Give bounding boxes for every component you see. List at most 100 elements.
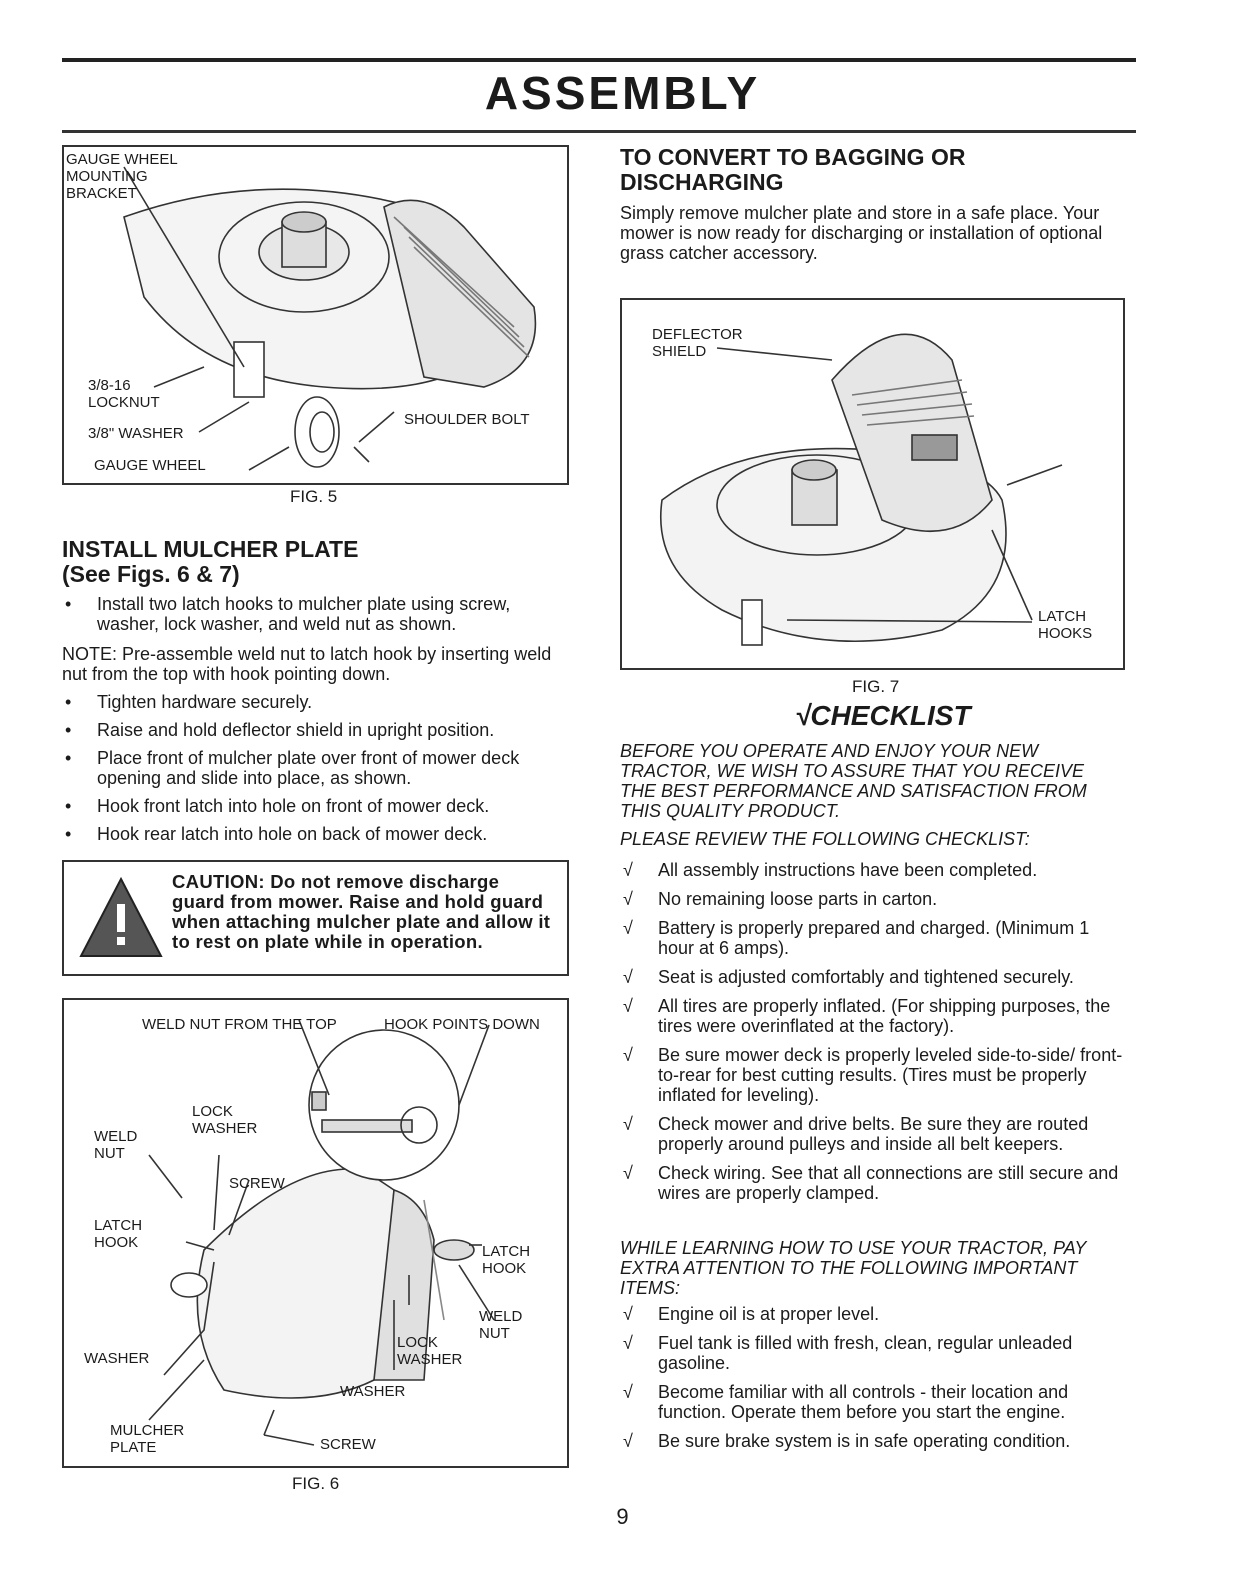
checklist-review: PLEASE REVIEW THE FOLLOWING CHECKLIST: <box>620 829 1030 849</box>
callout-washer-2: WASHER <box>340 1383 406 1400</box>
title-rule <box>62 130 1136 133</box>
check-icon: √ <box>623 860 633 880</box>
list-item: √ All assembly instructions have been com… <box>620 860 1125 880</box>
convert-text: Simply remove mulcher plate and store in… <box>620 203 1103 263</box>
list-item: √ Engine oil is at proper level. <box>620 1304 1125 1324</box>
figure-5: GAUGE WHEEL MOUNTING BRACKET 3/8-16 LOCK… <box>62 145 569 485</box>
callout-screw-1: SCREW <box>229 1175 285 1192</box>
list-item-text: Install two latch hooks to mulcher plate… <box>97 594 511 634</box>
callout-screw-2: SCREW <box>320 1436 376 1453</box>
callout-washer-1: WASHER <box>84 1350 150 1367</box>
convert-heading: TO CONVERT TO BAGGING OR DISCHARGING <box>620 145 965 195</box>
checklist-intro: BEFORE YOU OPERATE AND ENJOY YOUR NEW TR… <box>620 741 1087 821</box>
list-item-text: Check mower and drive belts. Be sure the… <box>658 1114 1089 1154</box>
callout-locknut: 3/8-16 LOCKNUT <box>88 377 160 411</box>
list-item: √ Check wiring. See that all connections … <box>620 1163 1125 1203</box>
figure-7-illustration <box>660 333 1063 646</box>
bullet-icon: • <box>65 796 72 816</box>
list-item: √ No remaining loose parts in carton. <box>620 889 1125 909</box>
list-item-text: Fuel tank is filled with fresh, clean, r… <box>658 1333 1073 1373</box>
install-heading-line2: (See Figs. 6 & 7) <box>62 561 240 587</box>
checklist-items-important: √ Engine oil is at proper level. √ Fuel ta… <box>620 1304 1125 1460</box>
list-item-text: Check wiring. See that all connections a… <box>658 1163 1119 1203</box>
callout-lock-washer-2: LOCK WASHER <box>397 1334 463 1368</box>
top-rule <box>62 58 1136 62</box>
callout-latch-hooks: LATCH HOOKS <box>1038 608 1093 642</box>
checklist-learning: WHILE LEARNING HOW TO USE YOUR TRACTOR, … <box>620 1238 1087 1298</box>
list-item-text: All assembly instructions have been comp… <box>658 860 1038 880</box>
check-icon: √ <box>623 967 633 987</box>
check-icon: √ <box>623 889 633 909</box>
note-text: Pre-assemble weld nut to latch hook by i… <box>62 644 552 684</box>
list-item-text: Place front of mulcher plate over front … <box>97 748 520 788</box>
check-icon: √ <box>623 918 633 938</box>
bullet-icon: • <box>65 748 72 768</box>
list-item: • Tighten hardware securely. <box>62 692 569 712</box>
list-item: √ Be sure brake system is in safe operati… <box>620 1431 1125 1451</box>
list-item: • Raise and hold deflector shield in upri… <box>62 720 569 740</box>
install-steps: • Tighten hardware securely. • Raise and h… <box>62 692 569 852</box>
list-item-text: Tighten hardware securely. <box>97 692 313 712</box>
list-item: √ Become familiar with all controls - the… <box>620 1382 1125 1422</box>
check-icon: √ <box>623 1333 633 1353</box>
callout-latch-hook-2: LATCH HOOK <box>482 1243 531 1277</box>
figure-7-caption: FIG. 7 <box>852 677 900 696</box>
callout-weld-nut-2: WELD NUT <box>479 1308 523 1342</box>
convert-heading-line2: DISCHARGING <box>620 169 784 195</box>
figure-5-caption: FIG. 5 <box>290 487 338 506</box>
install-bullet-first: • Install two latch hooks to mulcher plat… <box>62 594 569 642</box>
list-item-text: No remaining loose parts in carton. <box>658 889 938 909</box>
figure-6-illustration <box>148 1019 495 1446</box>
bullet-icon: • <box>65 594 72 614</box>
figure-7: DEFLECTOR SHIELD LATCH HOOKS <box>620 298 1125 670</box>
check-icon: √ <box>623 1045 633 1065</box>
callout-weld-nut-1: WELD NUT <box>94 1128 138 1162</box>
list-item-text: All tires are properly inflated. (For sh… <box>658 996 1111 1036</box>
list-item: • Hook front latch into hole on front of … <box>62 796 569 816</box>
list-item: √ Battery is properly prepared and charge… <box>620 918 1125 958</box>
list-item: √ Check mower and drive belts. Be sure th… <box>620 1114 1125 1154</box>
install-heading-line1: INSTALL MULCHER PLATE <box>62 536 359 562</box>
checklist-items: √ All assembly instructions have been com… <box>620 860 1125 1212</box>
list-item-text: Raise and hold deflector shield in uprig… <box>97 720 495 740</box>
callout-shoulder-bolt: SHOULDER BOLT <box>404 411 530 428</box>
list-item-text: Engine oil is at proper level. <box>658 1304 880 1324</box>
list-item-text: Battery is properly prepared and charged… <box>658 918 1090 958</box>
list-item-text: Be sure brake system is in safe operatin… <box>658 1431 1071 1451</box>
caution-text: CAUTION: Do not remove discharge guard f… <box>172 871 551 952</box>
callout-lock-washer-1: LOCK WASHER <box>192 1103 258 1137</box>
callout-hook-points-down: HOOK POINTS DOWN <box>384 1016 540 1033</box>
page-title: ASSEMBLY <box>484 67 761 119</box>
callout-latch-hook-1: LATCH HOOK <box>94 1217 143 1251</box>
bullet-icon: • <box>65 720 72 740</box>
check-icon: √ <box>623 1431 633 1451</box>
figure-6: WELD NUT FROM THE TOP HOOK POINTS DOWN L… <box>62 998 569 1468</box>
list-item-text: Hook front latch into hole on front of m… <box>97 796 490 816</box>
list-item-text: Be sure mower deck is properly leveled s… <box>658 1045 1123 1105</box>
list-item: • Hook rear latch into hole on back of mo… <box>62 824 569 844</box>
list-item-text: Hook rear latch into hole on back of mow… <box>97 824 488 844</box>
check-icon: √ <box>623 1163 633 1183</box>
figure-5-illustration <box>123 166 537 471</box>
list-item: • Install two latch hooks to mulcher plat… <box>62 594 569 634</box>
list-item: √ All tires are properly inflated. (For s… <box>620 996 1125 1036</box>
check-icon: √ <box>623 996 633 1016</box>
caution-box: CAUTION: Do not remove discharge guard f… <box>62 860 569 976</box>
check-icon: √ <box>623 1114 633 1134</box>
install-note: NOTE: Pre-assemble weld nut to latch hoo… <box>62 644 569 684</box>
checklist-heading: √CHECKLIST <box>795 700 971 731</box>
list-item-text: Seat is adjusted comfortably and tighten… <box>658 967 1074 987</box>
callout-washer: 3/8" WASHER <box>88 425 184 442</box>
callout-weld-nut-from-top: WELD NUT FROM THE TOP <box>142 1016 337 1033</box>
check-icon: √ <box>623 1382 633 1402</box>
callout-deflector-shield: DEFLECTOR SHIELD <box>652 326 743 360</box>
check-icon: √ <box>623 1304 633 1324</box>
bullet-icon: • <box>65 824 72 844</box>
list-item-text: Become familiar with all controls - thei… <box>658 1382 1069 1422</box>
convert-heading-line1: TO CONVERT TO BAGGING OR <box>620 144 966 170</box>
list-item: • Place front of mulcher plate over front… <box>62 748 569 788</box>
bullet-icon: • <box>65 692 72 712</box>
warning-icon <box>79 876 163 957</box>
install-heading: INSTALL MULCHER PLATE (See Figs. 6 & 7) <box>62 537 358 587</box>
note-label: NOTE: <box>62 644 118 664</box>
